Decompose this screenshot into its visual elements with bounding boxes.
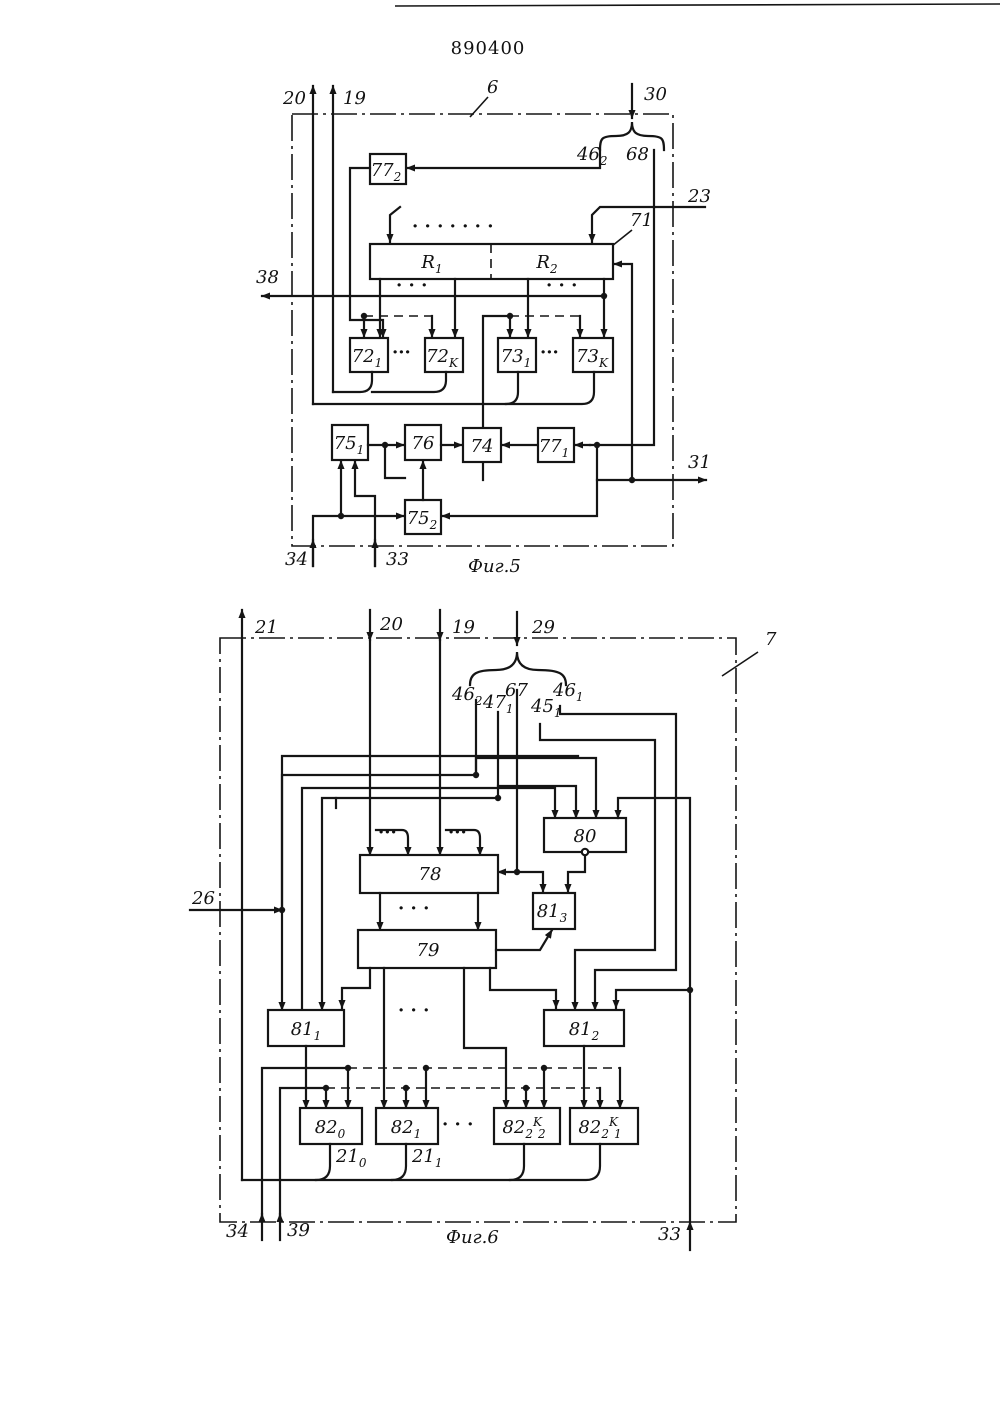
figure-5: 6 20 19 30 462 68 23 71 38 31 34 33 Фиг.… — [256, 77, 711, 577]
fig5-signal-19: 19 — [343, 88, 366, 109]
fig6-820-out — [242, 1144, 330, 1180]
fig6-wire-46-1 — [560, 706, 676, 1010]
fig5-signal-20: 20 — [282, 88, 306, 109]
fig6-junction-33 — [687, 987, 693, 993]
fig5-junction-73 — [507, 313, 513, 319]
fig6-block-82-2k-1-label: 822K1 — [578, 1115, 621, 1141]
fig6-caption: Фиг.6 — [446, 1227, 499, 1248]
fig6-unit-label: 7 — [765, 629, 777, 650]
fig5-wire-68 — [590, 150, 654, 445]
fig5-751-down — [385, 445, 405, 478]
fig5-wire-46-772 — [407, 150, 600, 168]
fig6-block-82-2k-2-label: 822K2 — [502, 1115, 545, 1141]
fig6-20-dots: ··· — [378, 822, 397, 843]
fig6-unit-leader — [722, 652, 758, 676]
fig6-junction-bus34c — [541, 1065, 547, 1071]
fig5-r2-dots: · · · — [546, 275, 577, 296]
fig5-junction-34 — [338, 513, 344, 519]
fig6-junction-bus34 — [345, 1065, 351, 1071]
fig5-r1-dots: · · · — [396, 275, 427, 296]
fig5-71-leader — [612, 230, 632, 246]
fig5-72-out-19 — [333, 372, 372, 392]
fig5-signal-38: 38 — [256, 267, 279, 288]
fig6-67-to-813 — [517, 872, 543, 892]
fig6-out-21-0: 210 — [335, 1146, 367, 1170]
fig6-signal-39: 39 — [287, 1220, 310, 1241]
fig5-signal-23: 23 — [687, 186, 711, 207]
fig6-signal-29: 29 — [531, 617, 555, 638]
fig6-signal-33: 33 — [658, 1224, 681, 1245]
fig5-72-ellipsis: ··· — [392, 342, 411, 363]
fig6-signal-26: 26 — [191, 888, 215, 909]
fig5-unit-label: 6 — [487, 77, 498, 98]
fig6-block-80-label: 80 — [574, 826, 597, 847]
fig5-72-out-20 — [372, 372, 446, 392]
fig6-wire-45 — [540, 724, 655, 1010]
fig5-signal-33: 33 — [386, 549, 409, 570]
fig6-79-to-813 — [496, 930, 552, 950]
fig6-junction-bus34b — [423, 1065, 429, 1071]
fig6-junction-67 — [514, 869, 520, 875]
fig6-signal-20: 20 — [379, 614, 403, 635]
fig6-block-78-label: 78 — [419, 864, 442, 885]
fig5-junction-72 — [361, 313, 367, 319]
fig6-signal-21: 21 — [254, 617, 278, 638]
fig6-78-79-dots: · · · — [398, 898, 429, 919]
fig5-signal-30: 30 — [644, 84, 667, 105]
fig5-junction-38 — [601, 293, 607, 299]
fig6-junction-bus39 — [323, 1085, 329, 1091]
fig6-79-to-811 — [342, 968, 370, 1008]
fig6-block-79-label: 79 — [417, 940, 440, 961]
fig5-caption: Фиг.5 — [468, 556, 521, 577]
fig5-wire-into-71-right — [614, 264, 632, 480]
fig5-73-ellipsis: ··· — [540, 342, 559, 363]
fig6-junction-bus39b — [403, 1085, 409, 1091]
figure-6: 7 21 20 19 29 462 471 67 451 461 26 34 3… — [190, 610, 777, 1250]
fig6-79-to-812 — [490, 968, 556, 1008]
fig5-73-out — [313, 372, 518, 404]
fig6-junction-47 — [495, 795, 501, 801]
fig5-signal-46: 462 — [576, 144, 608, 168]
fig5-signal-34: 34 — [285, 549, 308, 570]
fig6-signal-46-2: 462 — [451, 684, 483, 708]
fig5-block-76-label: 76 — [412, 433, 435, 454]
fig5-signal-31: 31 — [688, 452, 711, 473]
fig6-80-to-813 — [568, 856, 585, 892]
fig5-in-33 — [355, 461, 375, 566]
fig6-33-to-812 — [616, 990, 690, 1008]
fig5-signal-71: 71 — [630, 210, 653, 231]
fig6-signal-34: 34 — [226, 1221, 249, 1242]
fig5-bus-left — [390, 207, 400, 242]
fig5-block-74-label: 74 — [471, 436, 494, 457]
fig5-signal-68: 68 — [626, 144, 649, 165]
fig6-82-ellipsis: · · · — [442, 1114, 473, 1135]
sheet-top-edge — [395, 4, 1000, 6]
fig6-19-dots: ··· — [448, 822, 467, 843]
fig5-73k-out — [506, 372, 594, 404]
fig6-wire-67 — [498, 690, 517, 872]
fig6-signal-19: 19 — [452, 617, 475, 638]
fig5-bus-dots-1: · · · · · · · — [412, 216, 493, 237]
fig6-signal-46-1: 461 — [552, 680, 584, 704]
fig6-junction-bus39c — [523, 1085, 529, 1091]
fig6-79-dots: · · · — [398, 1000, 429, 1021]
document-number: 890400 — [451, 38, 526, 59]
fig6-out-21-1: 211 — [411, 1146, 443, 1170]
fig6-47-to-80 — [498, 786, 576, 818]
fig5-junction-31 — [629, 477, 635, 483]
fig6-80-out-inv — [582, 849, 588, 855]
